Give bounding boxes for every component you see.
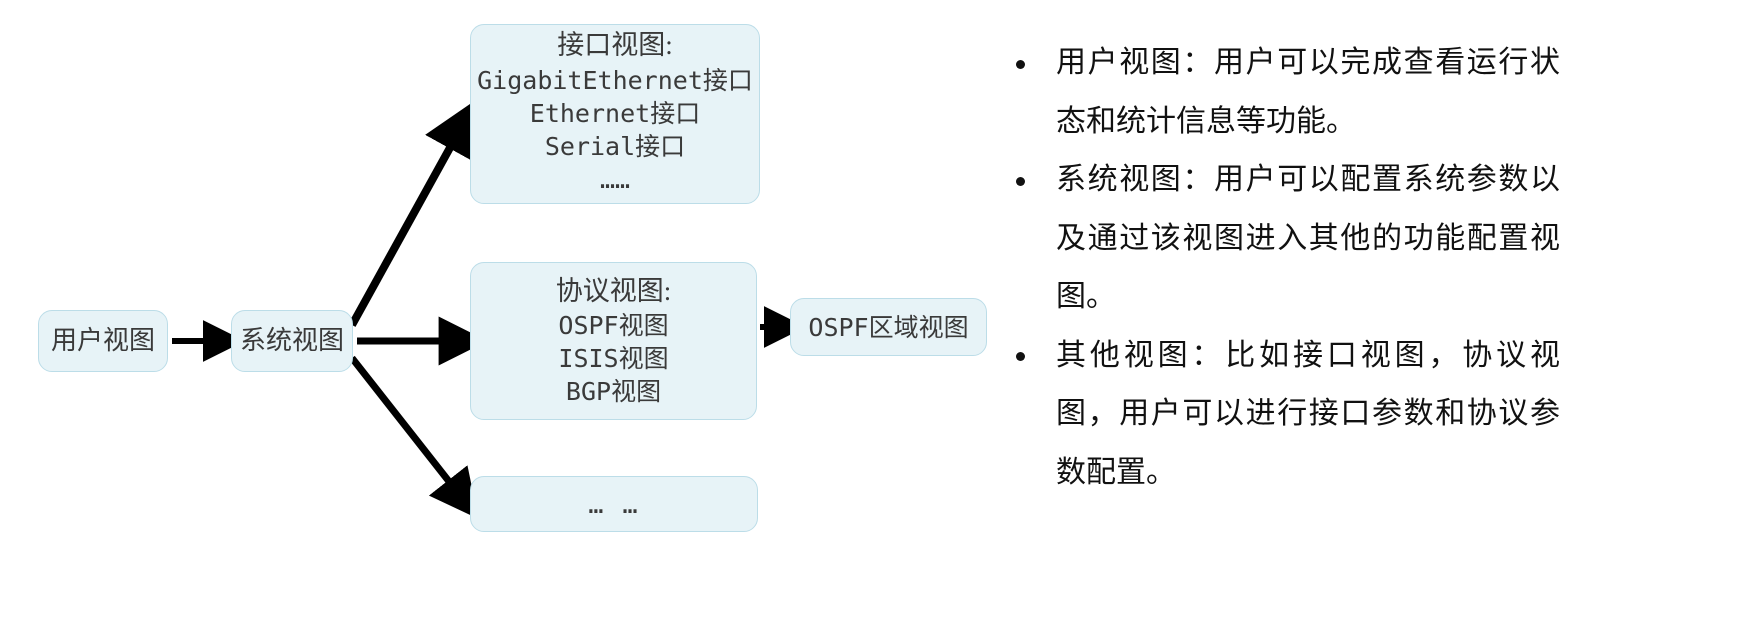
node-interface-view-title: 接口视图:: [557, 30, 673, 61]
arrow-system-to-more: [349, 355, 479, 519]
node-user-view-label: 用户视图: [50, 325, 155, 355]
node-ospf-area-view[interactable]: OSPF区域视图: [790, 298, 987, 356]
node-protocol-view-title: 协议视图:: [555, 275, 672, 306]
list-item-text: 其他视图：比如接口视图，协议视图，用户可以进行接口参数和协议参数配置。: [1056, 338, 1560, 489]
bullet-dot-icon: [1016, 352, 1025, 362]
list-item: 系统视图：用户可以配置系统参数以及通过该视图进入其他的功能配置视图。: [1000, 151, 1560, 327]
node-protocol-view-line-3: BGP视图: [565, 377, 662, 407]
node-protocol-view-line-2: ISIS视图: [558, 344, 669, 374]
node-interface-view-line-1: GigabitEthernet接口: [477, 65, 753, 95]
node-system-view-label: 系统视图: [239, 325, 344, 355]
node-system-view[interactable]: 系统视图: [231, 310, 353, 372]
bullet-dot-icon: [1016, 59, 1025, 69]
list-item-text: 系统视图：用户可以配置系统参数以及通过该视图进入其他的功能配置视图。: [1056, 163, 1560, 313]
node-interface-view-line-4: ……: [599, 164, 631, 194]
node-protocol-view[interactable]: 协议视图: OSPF视图 ISIS视图 BGP视图: [470, 262, 757, 420]
bullet-dot-icon: [1016, 176, 1025, 186]
node-interface-view[interactable]: 接口视图: GigabitEthernet接口 Ethernet接口 Seria…: [470, 24, 760, 204]
node-protocol-view-line-1: OSPF视图: [558, 311, 669, 341]
list-item: 用户视图：用户可以完成查看运行状态和统计信息等功能。: [1000, 34, 1560, 151]
node-more-view-label: … …: [588, 489, 640, 519]
arrow-system-to-interface: [348, 99, 477, 327]
list-item: 其他视图：比如接口视图，协议视图，用户可以进行接口参数和协议参数配置。: [1000, 327, 1560, 503]
node-ospf-area-view-label: OSPF区域视图: [808, 312, 969, 342]
list-item-text: 用户视图：用户可以完成查看运行状态和统计信息等功能。: [1056, 46, 1560, 138]
node-more-view[interactable]: … …: [470, 476, 758, 532]
notes-bullet-list: 用户视图：用户可以完成查看运行状态和统计信息等功能。 系统视图：用户可以配置系统…: [1000, 34, 1560, 502]
node-interface-view-line-3: Serial接口: [544, 131, 686, 161]
node-user-view[interactable]: 用户视图: [38, 310, 168, 372]
node-interface-view-line-2: Ethernet接口: [529, 98, 701, 128]
